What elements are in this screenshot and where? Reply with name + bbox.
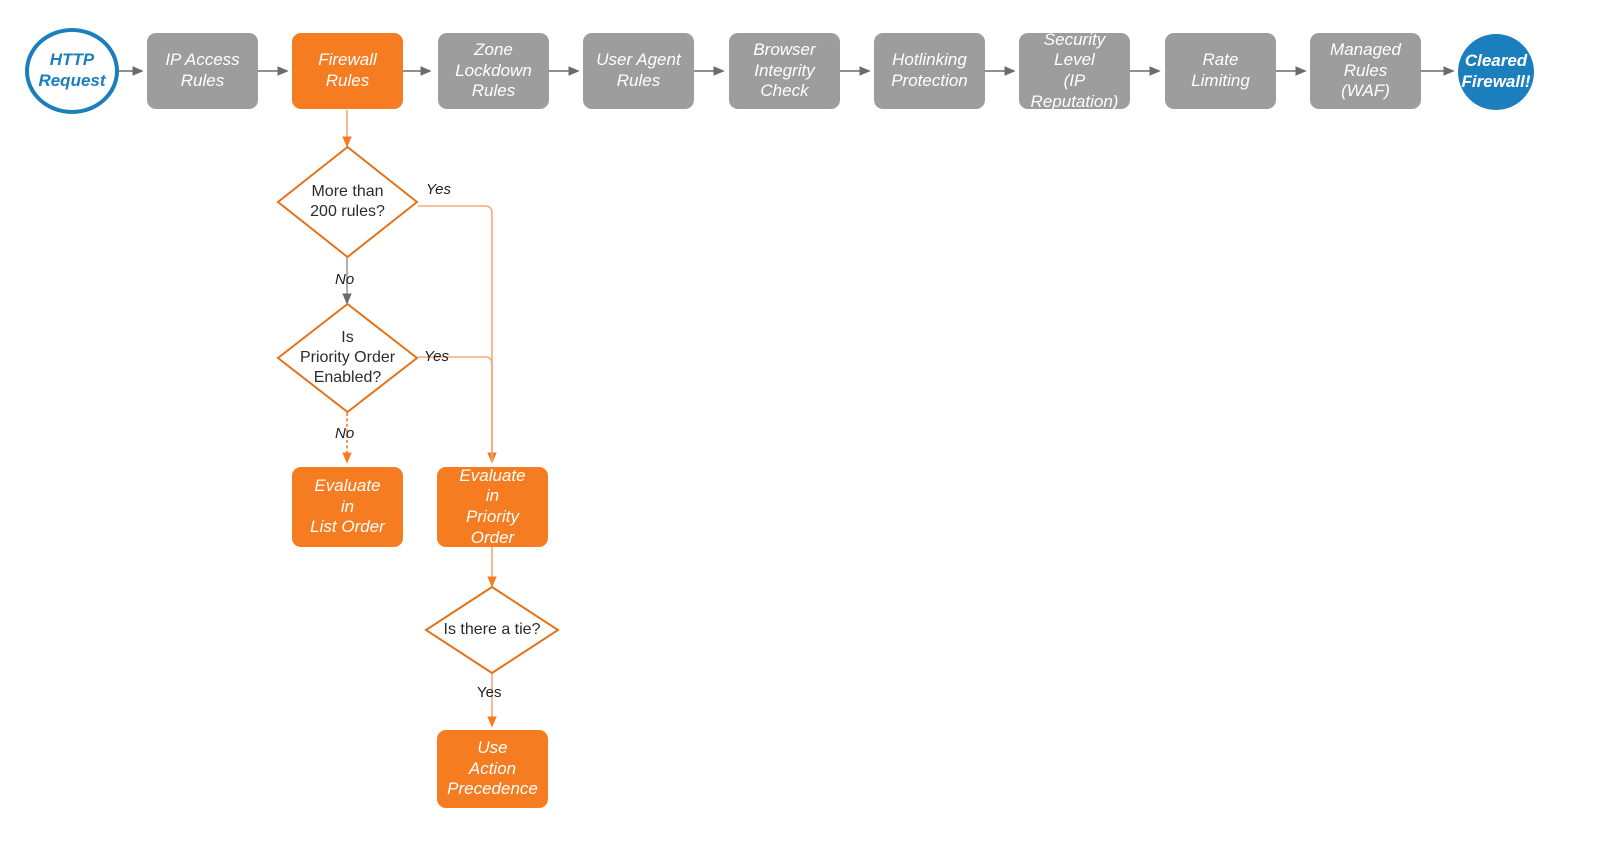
node-hotlinking-protection[interactable]: Hotlinking Protection	[874, 33, 985, 109]
diamond-shape	[276, 145, 419, 259]
decision-is-there-a-tie-label: Is there a tie?	[443, 621, 541, 638]
node-zone-lockdown-rules-label: Zone Lockdown Rules	[455, 39, 532, 101]
node-browser-integrity-check-label: Browser Integrity Check	[753, 39, 816, 101]
node-use-action-precedence-label: Use Action Precedence	[447, 737, 538, 799]
node-firewall-rules[interactable]: Firewall Rules	[292, 33, 403, 109]
node-security-level[interactable]: Security Level (IP Reputation)	[1019, 30, 1130, 111]
node-managed-rules-waf-label: Managed Rules (WAF)	[1330, 39, 1401, 101]
node-firewall-rules-label: Firewall Rules	[318, 50, 377, 90]
decision-is-priority-order-enabled-label: Is Priority Order Enabled?	[299, 329, 396, 386]
decision-more-than-200-rules-label: More than 200 rules?	[310, 183, 385, 220]
node-managed-rules-waf[interactable]: Managed Rules (WAF)	[1310, 33, 1421, 109]
node-evaluate-in-list-order[interactable]: Evaluate in List Order	[292, 467, 403, 547]
edge-label-tie-yes: Yes	[477, 684, 502, 701]
node-rate-limiting-label: Rate Limiting	[1191, 50, 1250, 90]
node-hotlinking-protection-label: Hotlinking Protection	[891, 50, 968, 90]
decision-is-there-a-tie[interactable]: Is there a tie?	[424, 585, 560, 675]
edge-label-priority-order-yes: Yes	[424, 348, 450, 365]
edge-priorityorder-yes	[418, 356, 493, 462]
diamond-shape	[424, 585, 560, 675]
node-evaluate-in-list-order-label: Evaluate in List Order	[310, 475, 385, 537]
node-zone-lockdown-rules[interactable]: Zone Lockdown Rules	[438, 33, 549, 109]
decision-more-than-200-rules[interactable]: More than 200 rules?	[276, 145, 419, 259]
node-http-request[interactable]: HTTP Request	[25, 28, 119, 114]
node-cleared-firewall[interactable]: Cleared Firewall!	[1458, 34, 1534, 110]
node-use-action-precedence[interactable]: Use Action Precedence	[437, 730, 548, 808]
decision-is-priority-order-enabled[interactable]: Is Priority Order Enabled?	[276, 302, 419, 414]
node-user-agent-rules-label: User Agent Rules	[596, 50, 681, 90]
node-browser-integrity-check[interactable]: Browser Integrity Check	[729, 33, 840, 109]
node-ip-access-rules[interactable]: IP Access Rules	[147, 33, 258, 109]
edge-label-more-than-200-yes: Yes	[426, 181, 452, 198]
diamond-shape	[276, 302, 419, 414]
node-security-level-label: Security Level (IP Reputation)	[1030, 29, 1119, 111]
edge-label-more-than-200-no: No	[335, 271, 355, 288]
edge-rulecount-yes	[418, 205, 497, 464]
edge-label-priority-order-no: No	[335, 425, 355, 442]
node-evaluate-in-priority-order[interactable]: Evaluate in Priority Order	[437, 465, 548, 547]
node-user-agent-rules[interactable]: User Agent Rules	[583, 33, 694, 109]
node-cleared-firewall-label: Cleared Firewall!	[1461, 51, 1531, 91]
node-evaluate-in-priority-order-label: Evaluate in Priority Order	[459, 465, 526, 547]
node-http-request-label: HTTP Request	[38, 50, 106, 90]
node-ip-access-rules-label: IP Access Rules	[165, 50, 240, 90]
node-rate-limiting[interactable]: Rate Limiting	[1165, 33, 1276, 109]
